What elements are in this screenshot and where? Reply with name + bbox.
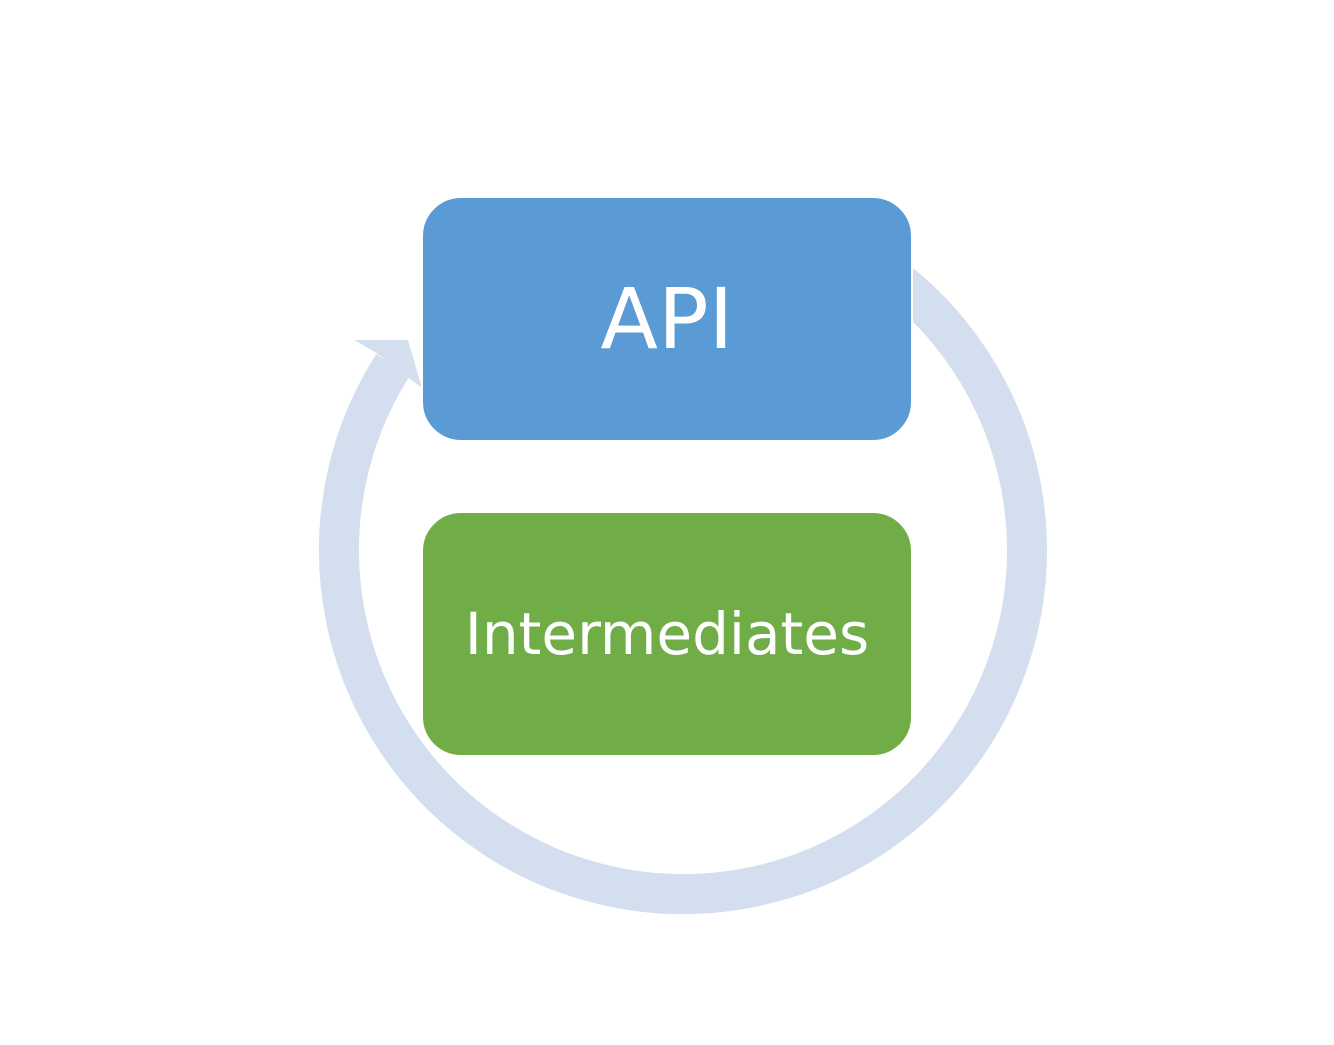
intermediates-box-label: Intermediates <box>464 600 870 668</box>
api-box: API <box>421 196 913 442</box>
cycle-arc <box>318 264 1047 915</box>
intermediates-box: Intermediates <box>421 511 913 757</box>
api-box-label: API <box>600 270 734 368</box>
cycle-arrowhead <box>354 340 422 388</box>
